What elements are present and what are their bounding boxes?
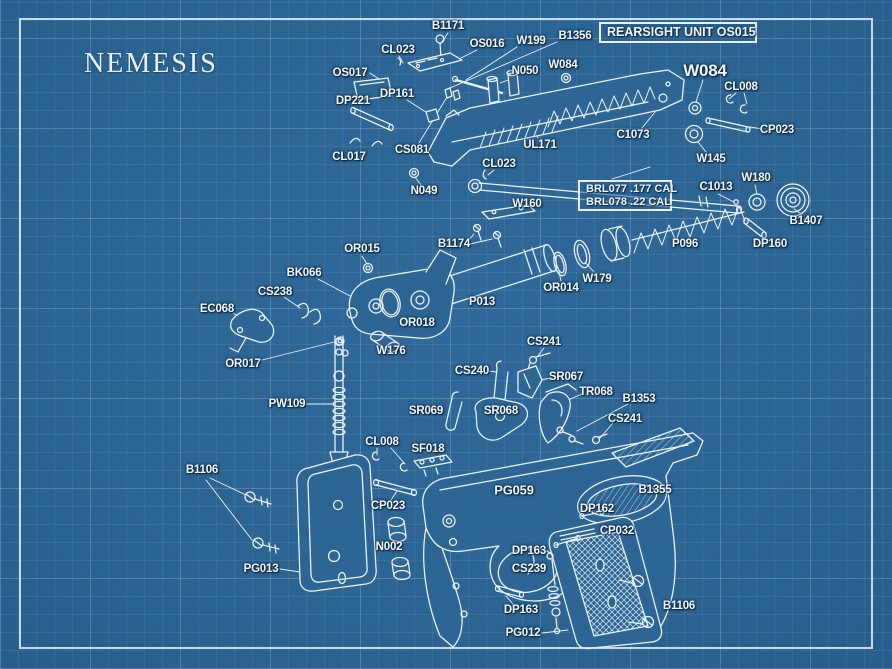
part-label-b1356: B1356 (558, 30, 592, 42)
part-label-cp032: CP032 (599, 525, 635, 537)
part-label-ec068: EC068 (199, 303, 235, 315)
part-label-cs241: CS241 (607, 413, 643, 425)
part-label-w145: W145 (696, 153, 726, 165)
part-label-dp161: DP161 (379, 88, 415, 100)
part-label-dp162: DP162 (579, 503, 615, 515)
part-label-b1407: B1407 (789, 215, 823, 227)
part-label-cs241: CS241 (526, 336, 562, 348)
part-label-dp221: DP221 (335, 95, 371, 107)
part-label-or014: OR014 (543, 282, 579, 294)
part-label-or017: OR017 (225, 358, 261, 370)
part-label-or015: OR015 (344, 243, 380, 255)
part-label-c1073: C1073 (616, 129, 650, 141)
part-label-pg059: PG059 (494, 482, 534, 498)
part-label-b1106: B1106 (662, 600, 696, 612)
part-label-b1171: B1171 (431, 20, 465, 32)
part-label-pg013: PG013 (243, 563, 279, 575)
part-label-cl017: CL017 (332, 151, 366, 163)
part-label-sr069: SR069 (408, 405, 444, 417)
part-label-n049: N049 (410, 185, 438, 197)
part-label-sr068: SR068 (483, 405, 519, 417)
part-label-cl008: CL008 (365, 436, 399, 448)
part-label-cs238: CS238 (257, 286, 293, 298)
part-label-w199: W199 (516, 35, 546, 47)
part-label-w084: W084 (548, 59, 578, 71)
part-label-n050: N050 (511, 65, 539, 77)
part-label-pw109: PW109 (268, 398, 306, 410)
part-label-sf018: SF018 (411, 443, 445, 455)
part-label-b1106: B1106 (185, 464, 219, 476)
part-label-or018: OR018 (399, 317, 435, 329)
part-label-tr068: TR068 (579, 386, 613, 398)
part-label-w160: W160 (512, 198, 542, 210)
part-label-ul171: UL171 (523, 139, 557, 151)
part-label-pg012: PG012 (505, 627, 541, 639)
part-label-cl008: CL008 (724, 81, 758, 93)
callout-box-rearsight-unit: REARSIGHT UNIT OS015 (599, 22, 757, 43)
part-label-w179: W179 (582, 273, 612, 285)
part-label-cs239: CS239 (511, 563, 547, 575)
part-label-w176: W176 (376, 345, 406, 357)
part-label-bk066: BK066 (286, 267, 322, 279)
part-label-p013: P013 (468, 296, 496, 308)
part-label-cl023: CL023 (482, 158, 516, 170)
diagram-title: NEMESIS (84, 48, 218, 79)
part-label-w084: W084 (683, 61, 727, 80)
part-label-sr067: SR067 (548, 371, 584, 383)
part-label-b1353: B1353 (622, 393, 656, 405)
part-label-c1013: C1013 (699, 181, 733, 193)
part-label-os016: OS016 (469, 38, 505, 50)
part-label-dp160: DP160 (752, 238, 788, 250)
part-label-dp163: DP163 (511, 545, 547, 557)
part-label-cl023: CL023 (381, 44, 415, 56)
part-label-os017: OS017 (332, 67, 368, 79)
part-label-p096: P096 (671, 238, 699, 250)
part-label-cs240: CS240 (454, 365, 490, 377)
part-label-cp023: CP023 (370, 500, 406, 512)
part-label-b1174: B1174 (437, 238, 471, 250)
part-label-cs081: CS081 (394, 144, 430, 156)
part-label-w180: W180 (741, 172, 771, 184)
part-label-n002: N002 (375, 541, 403, 553)
part-label-cp023: CP023 (759, 124, 795, 136)
part-label-dp163: DP163 (503, 604, 539, 616)
part-label-b1355: B1355 (638, 484, 672, 496)
